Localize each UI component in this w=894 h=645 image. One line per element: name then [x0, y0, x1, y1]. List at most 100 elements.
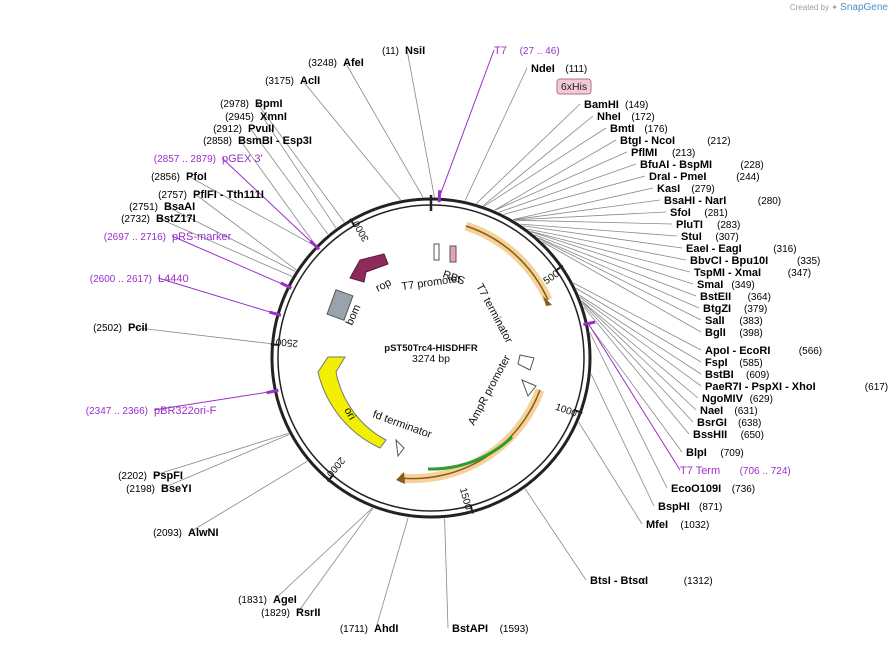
- site-leader-line: [578, 421, 643, 525]
- feature-prs-marker[interactable]: pRS-marker(2697 .. 2716): [104, 231, 232, 243]
- site-nhei[interactable]: NheI(172): [597, 111, 655, 123]
- site-leader-line: [249, 127, 329, 235]
- site-ahdi[interactable]: (1711)AhdI: [340, 623, 399, 635]
- site-position: (281): [704, 208, 727, 219]
- site-name: NaeI: [700, 405, 723, 417]
- site-leader-line: [590, 374, 655, 507]
- site-position: (1032): [680, 520, 709, 531]
- site-drai-pmei[interactable]: DraI - PmeI(244): [649, 171, 760, 183]
- site-bmti[interactable]: BmtI(176): [610, 123, 668, 135]
- site-position: (111): [565, 64, 587, 75]
- site-bsrgi[interactable]: BsrGI (638): [697, 417, 761, 429]
- feature-pbr322ori-f[interactable]: pBR322ori-F(2347 .. 2366): [86, 405, 217, 417]
- site-position: (2945): [225, 112, 254, 123]
- site-tspmi-xmai[interactable]: TspMI - XmaI(347): [694, 267, 811, 279]
- site-acli[interactable]: (3175)AclI: [265, 75, 320, 87]
- rop-arrow[interactable]: [349, 253, 389, 283]
- site-bstbi[interactable]: BstBI(609): [705, 369, 769, 381]
- site-leader-line: [573, 282, 702, 351]
- site-agei[interactable]: (1831)AgeI: [238, 594, 297, 606]
- site-name: SfoI: [670, 207, 691, 219]
- site-name: BsrGI: [697, 417, 727, 429]
- site-pflfi-tth111i[interactable]: (2757)PflFI - Tth111I: [158, 189, 264, 201]
- site-btsi-bts-i[interactable]: BtsI - BtsαI(1312): [590, 575, 713, 587]
- site-bstz17i[interactable]: (2732)BstZ17I: [121, 213, 196, 225]
- site-bsteii[interactable]: BstEII(364): [700, 291, 771, 303]
- site-position: (2093): [153, 528, 182, 539]
- site-name: TspMI - XmaI: [694, 267, 761, 279]
- site-bfuai-bspmi[interactable]: BfuAI - BspMI(228): [640, 159, 764, 171]
- snapgene-credit: Created by ✦ SnapGene: [790, 2, 888, 13]
- site-bsahi-nari[interactable]: BsaHI - NarI(280): [664, 195, 781, 207]
- bom-box[interactable]: [326, 289, 354, 321]
- feature-range: (706 .. 724): [740, 466, 791, 477]
- site-kasi[interactable]: KasI(279): [657, 183, 715, 195]
- site-sfoi[interactable]: SfoI (281): [670, 207, 728, 219]
- site-name: BtgZI: [703, 303, 731, 315]
- site-pflmi[interactable]: PflMI(213): [631, 147, 695, 159]
- tick-mark: [554, 264, 564, 272]
- site-pluti[interactable]: PluTI(283): [676, 219, 740, 231]
- site-bsphi[interactable]: BspHI(871): [658, 501, 722, 513]
- site-bbvci-bpu10i[interactable]: BbvCI - Bpu10I(335): [690, 255, 820, 267]
- site-ndei[interactable]: NdeI(111): [531, 63, 587, 75]
- site-leader-line: [583, 306, 690, 435]
- site-pfoi[interactable]: (2856)PfoI: [151, 171, 207, 183]
- site-xmni[interactable]: (2945)XmnI: [225, 111, 287, 123]
- site-bsaai[interactable]: (2751)BsaAI: [129, 201, 195, 213]
- site-eaei-eagi[interactable]: EaeI - EagI(316): [686, 243, 797, 255]
- site-bgli[interactable]: BglI(398): [705, 327, 763, 339]
- site-smai[interactable]: SmaI(349): [697, 279, 755, 291]
- site-bamhi[interactable]: BamHI(149): [584, 99, 648, 111]
- site-pcii[interactable]: (2502)PciI: [93, 322, 147, 334]
- feature-leader-line: [171, 235, 288, 287]
- site-stui[interactable]: StuI(307): [681, 231, 739, 243]
- site-mfei[interactable]: MfeI(1032): [646, 519, 709, 531]
- feature-t7[interactable]: T7(27 .. 46): [494, 45, 560, 57]
- site-name: ApoI - EcoRI: [705, 345, 770, 357]
- site-fspi[interactable]: FspI(585): [705, 357, 763, 369]
- feature-l4440[interactable]: L4440(2600 .. 2617): [90, 273, 189, 285]
- site-sali[interactable]: SalI(383): [705, 315, 763, 327]
- site-name: RsrII: [296, 607, 320, 619]
- site-leader-line: [464, 67, 528, 201]
- site-position: (2856): [151, 172, 180, 183]
- site-pspfi[interactable]: (2202)PspFI: [118, 470, 183, 482]
- site-pvuii[interactable]: (2912)PvuII: [213, 123, 274, 135]
- site-afei[interactable]: (3248)AfeI: [308, 57, 364, 69]
- his-tag-badge[interactable]: [556, 78, 592, 95]
- site-paer7i-pspxi-xhoi[interactable]: PaeR7I - PspXI - XhoI(617): [705, 381, 888, 393]
- feature-marks: [266, 190, 596, 395]
- site-btgi-ncoi[interactable]: BtgI - NcoI(212): [620, 135, 731, 147]
- site-bsmbi-esp3i[interactable]: (2858)BsmBI - Esp3I: [203, 135, 312, 147]
- ampr-promoter-arrow[interactable]: [427, 435, 514, 471]
- site-nsii[interactable]: (11)NsiI: [382, 45, 425, 57]
- site-rsrii[interactable]: (1829)RsrII: [261, 607, 320, 619]
- site-btgzi[interactable]: BtgZI(379): [703, 303, 767, 315]
- site-leader-line: [297, 507, 374, 613]
- ori-arrow[interactable]: [317, 356, 387, 449]
- feature-pgex-3[interactable]: pGEX 3'(2857 .. 2879): [154, 153, 263, 165]
- site-naei[interactable]: NaeI(631): [700, 405, 758, 417]
- site-leader-line: [513, 211, 667, 221]
- site-ecoo109i[interactable]: EcoO109I(736): [671, 483, 755, 495]
- site-ngomiv[interactable]: NgoMIV(629): [702, 393, 773, 405]
- site-bstapi[interactable]: BstAPI(1593): [452, 623, 529, 635]
- site-bpmi[interactable]: (2978)BpmI: [220, 98, 282, 110]
- feature-t7-term[interactable]: T7 Term(706 .. 724): [680, 465, 791, 477]
- site-blpi[interactable]: BlpI(709): [686, 447, 744, 459]
- site-bseyi[interactable]: (2198)BseYI: [126, 483, 191, 495]
- site-bsshii[interactable]: BssHII(650): [693, 429, 764, 441]
- site-leader-line: [499, 163, 637, 213]
- site-alwni[interactable]: (2093)AlwNI: [153, 527, 218, 539]
- site-name: StuI: [681, 231, 702, 243]
- site-leader-line: [589, 332, 668, 489]
- site-position: (2751): [129, 202, 158, 213]
- site-name: BglI: [705, 327, 726, 339]
- site-leader-line: [588, 324, 683, 453]
- site-apoi-ecori[interactable]: ApoI - EcoRI(566): [705, 345, 822, 357]
- site-name: PflMI: [631, 147, 657, 159]
- site-leader-line: [482, 115, 594, 207]
- site-position: (638): [738, 418, 761, 429]
- site-name: BseYI: [161, 483, 192, 495]
